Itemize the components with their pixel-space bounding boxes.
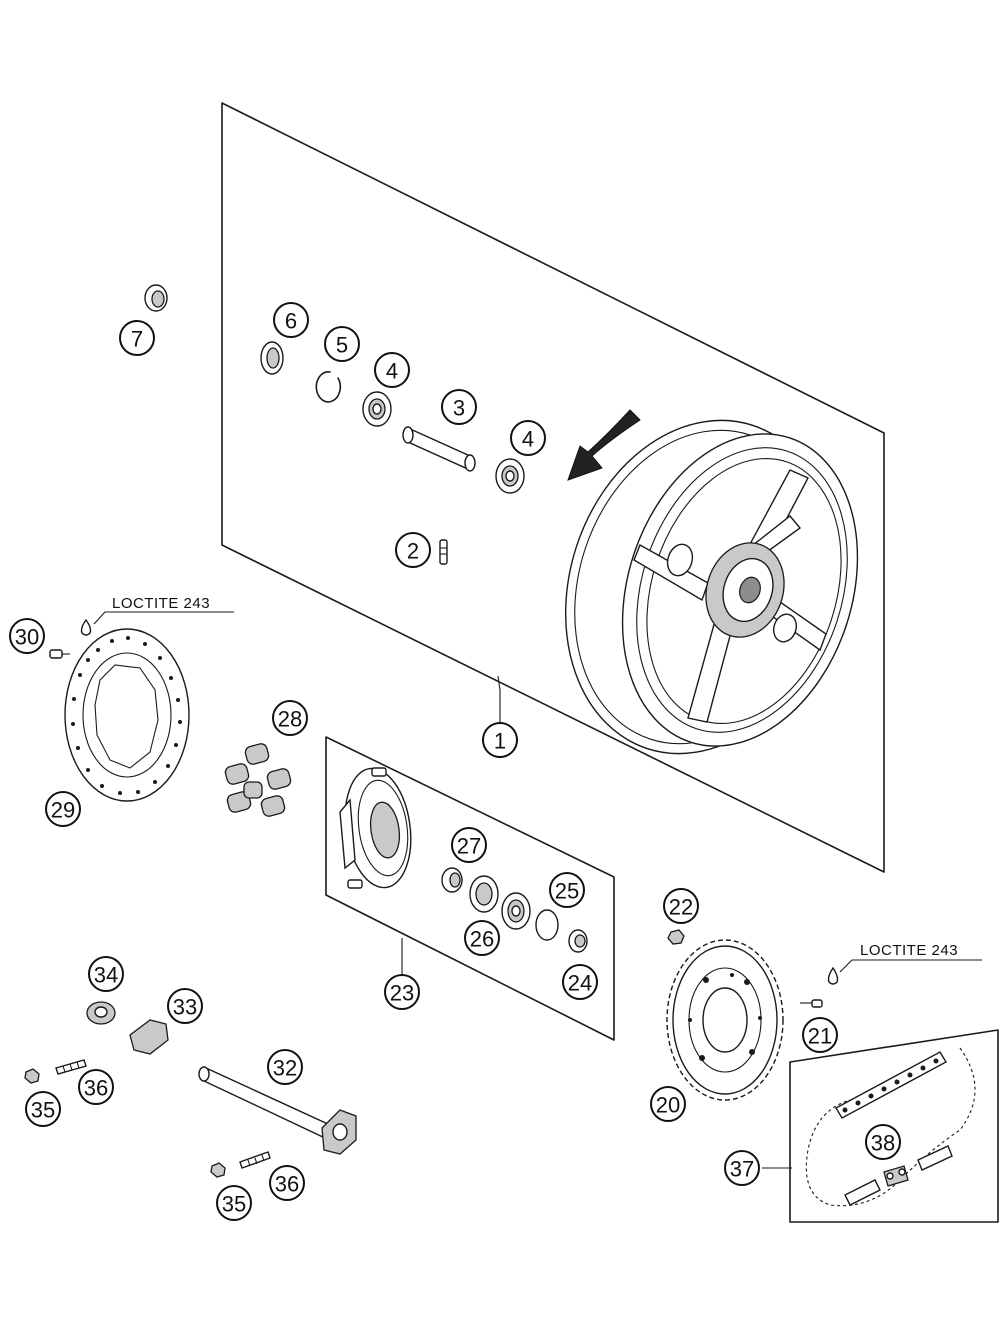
callout-23[interactable]: 23 (384, 974, 420, 1010)
rear-sprocket (666, 939, 784, 1101)
callout-30[interactable]: 30 (9, 618, 45, 654)
circlip (315, 371, 342, 403)
svg-text:6: 6 (285, 309, 297, 334)
chain-box (789, 1029, 999, 1223)
callout-4-left[interactable]: 4 (374, 352, 410, 388)
sprocket-nut (667, 929, 685, 945)
callout-36-left[interactable]: 36 (78, 1069, 114, 1105)
callout-35-left[interactable]: 35 (25, 1091, 61, 1127)
loctite-drop-right (827, 966, 839, 985)
svg-text:7: 7 (131, 327, 143, 352)
svg-text:35: 35 (222, 1192, 246, 1217)
damping-rubbers (224, 743, 292, 817)
svg-text:38: 38 (871, 1131, 895, 1156)
callout-4-right[interactable]: 4 (510, 420, 546, 456)
axle-nut (86, 1001, 116, 1025)
svg-text:23: 23 (390, 981, 414, 1006)
callout-35-right[interactable]: 35 (216, 1185, 252, 1221)
svg-text:3: 3 (453, 396, 465, 421)
svg-text:30: 30 (15, 625, 39, 650)
loctite-drop-left (80, 618, 92, 636)
svg-text:34: 34 (94, 963, 118, 988)
carrier-bearing (469, 875, 499, 913)
carrier-distance-bushing (568, 929, 588, 953)
chain-joint (883, 1165, 909, 1187)
wheel-bearing-right (495, 458, 525, 494)
brake-disc (64, 628, 190, 802)
callout-38[interactable]: 38 (865, 1124, 901, 1160)
sprocket-carrier (339, 767, 412, 889)
valve (439, 539, 448, 565)
svg-text:35: 35 (31, 1098, 55, 1123)
callout-24[interactable]: 24 (562, 964, 598, 1000)
loctite-leader-right (839, 959, 982, 973)
callout-28[interactable]: 28 (272, 700, 308, 736)
callout-29[interactable]: 29 (45, 791, 81, 827)
sprocket-screw (800, 999, 823, 1008)
carrier-circlip (535, 909, 559, 941)
svg-text:2: 2 (407, 539, 419, 564)
chain-adjuster-left (129, 1019, 169, 1055)
callout-22[interactable]: 22 (663, 888, 699, 924)
wheel-assembly-panel (221, 102, 885, 873)
lock-nut-left (24, 1068, 40, 1084)
svg-text:29: 29 (51, 798, 75, 823)
svg-text:24: 24 (568, 971, 592, 996)
svg-text:22: 22 (669, 895, 693, 920)
callout-6[interactable]: 6 (273, 302, 309, 338)
adjusting-screw-left (55, 1059, 87, 1075)
carrier-spacer (441, 867, 463, 893)
svg-text:1: 1 (494, 729, 506, 754)
callout-26[interactable]: 26 (464, 920, 500, 956)
svg-text:26: 26 (470, 927, 494, 952)
svg-text:21: 21 (808, 1024, 832, 1049)
rotation-arrow (567, 409, 641, 481)
wheel-spindle (198, 1066, 357, 1155)
loctite-leader-left (93, 611, 234, 625)
hub-assembly-panel (325, 736, 615, 1041)
callout-25[interactable]: 25 (549, 872, 585, 908)
callout-5[interactable]: 5 (324, 326, 360, 362)
rear-wheel (564, 419, 859, 755)
callout-3[interactable]: 3 (441, 389, 477, 425)
distance-bushing (144, 284, 168, 312)
disc-screw (49, 649, 70, 659)
callout-36-right[interactable]: 36 (269, 1165, 305, 1201)
svg-text:36: 36 (84, 1076, 108, 1101)
svg-text:4: 4 (522, 427, 534, 452)
svg-text:4: 4 (386, 359, 398, 384)
lock-nut-right (210, 1162, 226, 1178)
callout-21[interactable]: 21 (802, 1017, 838, 1053)
svg-text:33: 33 (173, 995, 197, 1020)
svg-text:27: 27 (457, 834, 481, 859)
loctite-note-left: LOCTITE 243 (112, 595, 210, 612)
callout-37[interactable]: 37 (724, 1150, 760, 1186)
svg-text:20: 20 (656, 1093, 680, 1118)
callout-1[interactable]: 1 (482, 722, 518, 758)
shaft-seal (260, 341, 284, 375)
svg-text:37: 37 (730, 1157, 754, 1182)
svg-text:36: 36 (275, 1172, 299, 1197)
carrier-bearing-2 (501, 892, 531, 930)
callout-32[interactable]: 32 (267, 1049, 303, 1085)
leader-1 (497, 675, 501, 727)
wheel-bearing-left (362, 391, 392, 427)
callout-7[interactable]: 7 (119, 320, 155, 356)
loctite-note-right: LOCTITE 243 (860, 942, 958, 959)
adjusting-screw-right (239, 1151, 271, 1169)
spacer-sleeve (402, 426, 476, 472)
callout-34[interactable]: 34 (88, 956, 124, 992)
callout-33[interactable]: 33 (167, 988, 203, 1024)
callout-2[interactable]: 2 (395, 532, 431, 568)
svg-text:25: 25 (555, 879, 579, 904)
svg-text:5: 5 (336, 333, 348, 358)
svg-text:28: 28 (278, 707, 302, 732)
callout-27[interactable]: 27 (451, 827, 487, 863)
svg-text:32: 32 (273, 1056, 297, 1081)
callout-20[interactable]: 20 (650, 1086, 686, 1122)
drive-chain (805, 1047, 976, 1207)
